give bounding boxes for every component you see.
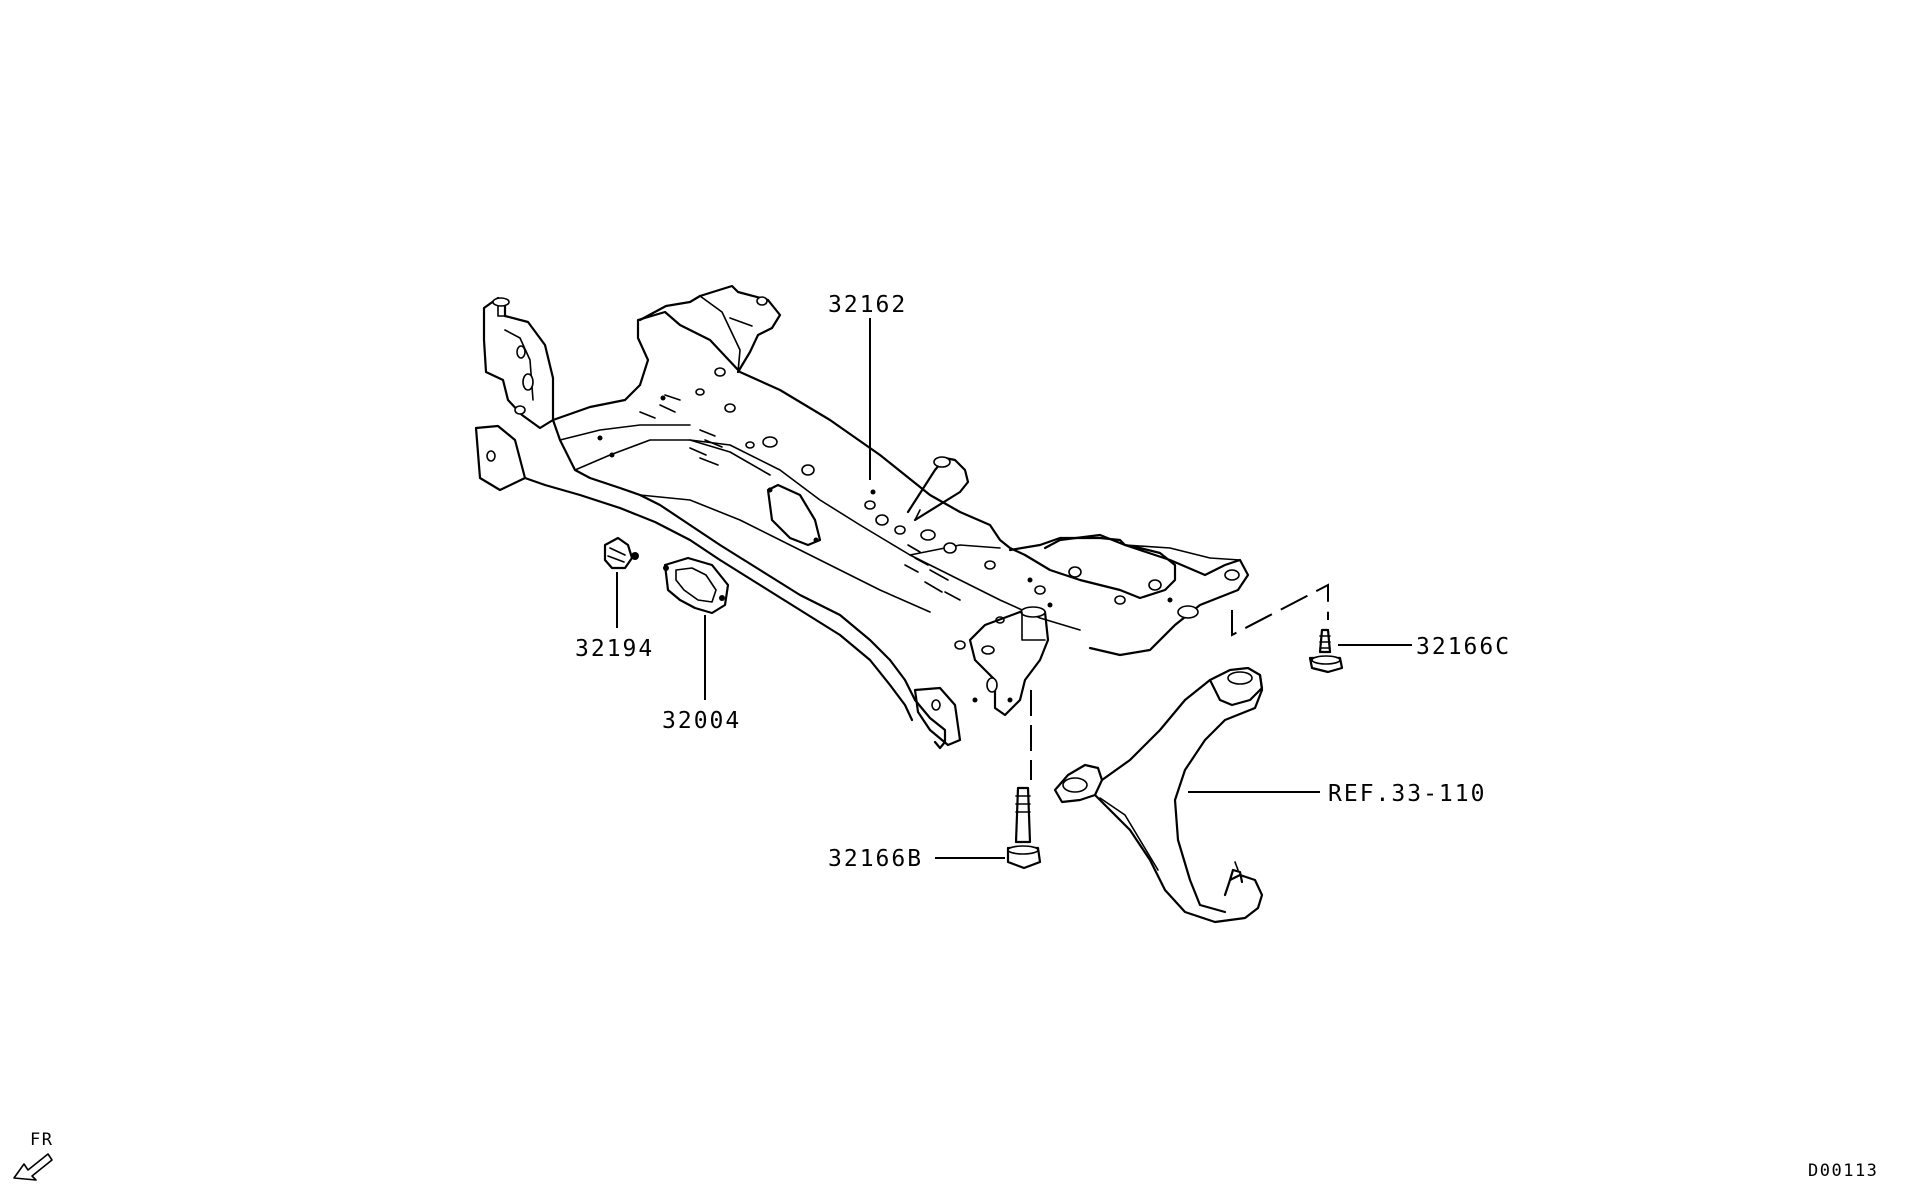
- crossmember-drawing: [474, 284, 1250, 750]
- callout-plate: 32004: [662, 708, 741, 734]
- diagram-code: D00113: [1808, 1161, 1878, 1181]
- bolt-32166c-drawing: [1308, 628, 1344, 674]
- bolt-32166b-drawing: [1006, 786, 1042, 870]
- front-direction-indicator: FR: [13, 1130, 53, 1181]
- front-arrow-icon: [13, 1153, 53, 1181]
- clip-32194-drawing: [603, 536, 639, 570]
- lower-arm-drawing: [1053, 666, 1264, 924]
- callout-bolt-front: 32166B: [828, 846, 923, 872]
- callout-bolt-rear: 32166C: [1416, 634, 1511, 660]
- callout-crossmember: 32162: [828, 292, 907, 318]
- leader-lines: [616, 318, 1412, 859]
- plate-32004-drawing: [663, 556, 730, 615]
- callout-clip: 32194: [575, 636, 654, 662]
- callout-lower-arm-ref: REF.33-110: [1328, 781, 1486, 807]
- front-direction-label: FR: [30, 1130, 53, 1150]
